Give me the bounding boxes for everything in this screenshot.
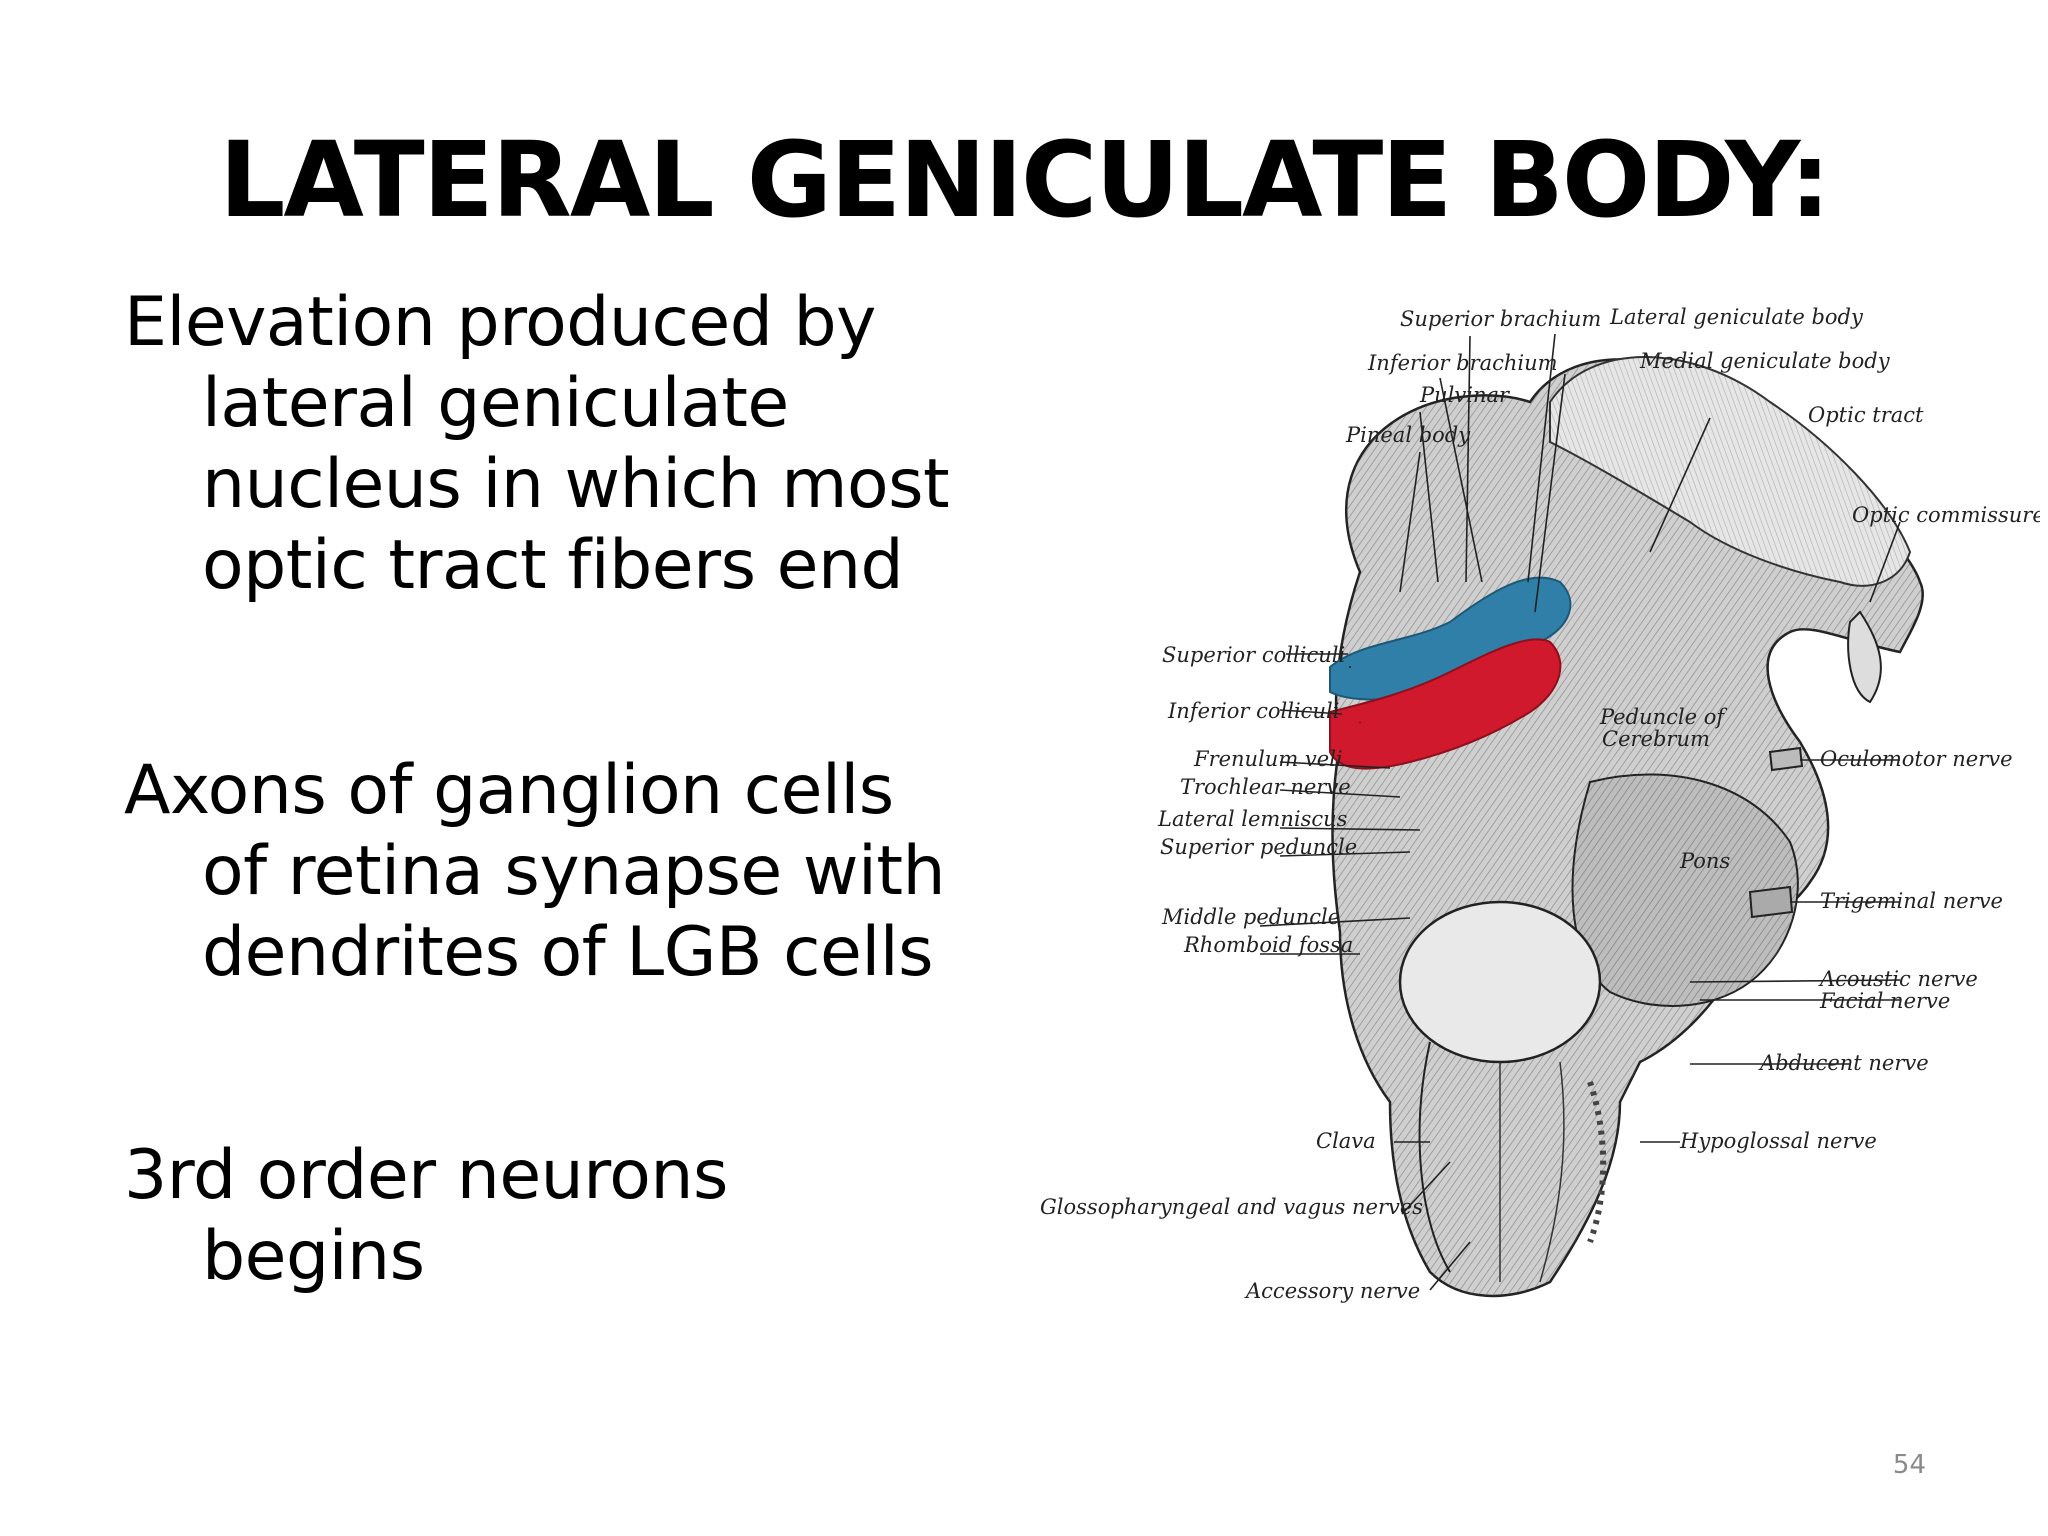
brainstem-body	[1331, 356, 1924, 1298]
diagram-labels: Superior brachium Lateral geniculate bod…	[1040, 305, 2040, 1303]
label-acoustic-nerve: Acoustic nerve	[1818, 967, 1978, 991]
label-lateral-lemniscus: Lateral lemniscus	[1157, 807, 1348, 831]
label-oculomotor-nerve: Oculomotor nerve	[1820, 747, 2013, 771]
label-inferior-colliculi: Inferior colliculi	[1167, 699, 1339, 723]
label-clava: Clava	[1316, 1129, 1376, 1153]
label-abducent-nerve: Abducent nerve	[1758, 1051, 1929, 1075]
label-peduncle-line-2: Cerebrum	[1602, 727, 1710, 751]
bullet-item: Elevation produced by lateral geniculate…	[124, 283, 950, 605]
label-middle-peduncle: Middle peduncle	[1161, 905, 1340, 929]
label-frenulum-veli: Frenulum veli	[1193, 747, 1343, 771]
page-number: 54	[1892, 1450, 1926, 1480]
label-facial-nerve: Facial nerve	[1819, 989, 1950, 1013]
label-peduncle-line-1: Peduncle of	[1599, 705, 1727, 729]
label-inferior-brachium: Inferior brachium	[1367, 351, 1558, 375]
label-rhomboid-fossa: Rhomboid fossa	[1183, 933, 1353, 957]
bullet-item: Axons of ganglion cells of retina synaps…	[124, 751, 946, 992]
label-hypoglossal-nerve: Hypoglossal nerve	[1679, 1129, 1877, 1153]
label-trigeminal-nerve: Trigeminal nerve	[1820, 889, 2003, 913]
label-accessory-nerve: Accessory nerve	[1244, 1279, 1420, 1303]
brainstem-illustration: Superior brachium Lateral geniculate bod…	[1040, 305, 2040, 1303]
label-pulvinar: Pulvinar	[1419, 383, 1511, 407]
label-superior-colliculi: Superior colliculi	[1162, 643, 1345, 667]
label-medial-geniculate-body: Medial geniculate body	[1639, 349, 1891, 373]
label-glossopharyngeal-vagus: Glossopharyngeal and vagus nerves	[1040, 1195, 1423, 1219]
label-pineal-body: Pineal body	[1345, 423, 1471, 447]
brainstem-diagram: Superior brachium Lateral geniculate bod…	[1030, 282, 2040, 1342]
label-optic-commissure: Optic commissure	[1852, 503, 2040, 527]
label-lateral-geniculate-body: Lateral geniculate body	[1609, 305, 1864, 329]
label-optic-tract: Optic tract	[1808, 403, 1924, 427]
bullet-list: Elevation produced by lateral geniculate…	[124, 282, 964, 1297]
label-superior-brachium: Superior brachium	[1400, 307, 1601, 331]
medial-geniculate-highlight	[1329, 638, 1562, 770]
bullet-item: 3rd order neurons begins	[124, 1136, 728, 1296]
label-superior-peduncle: Superior peduncle	[1160, 835, 1357, 859]
leader-lines	[1259, 333, 1901, 1291]
slide-title: LATERAL GENICULATE BODY:	[219, 119, 1831, 241]
label-trochlear-nerve: Trochlear nerve	[1180, 775, 1351, 799]
label-pons: Pons	[1679, 849, 1730, 873]
